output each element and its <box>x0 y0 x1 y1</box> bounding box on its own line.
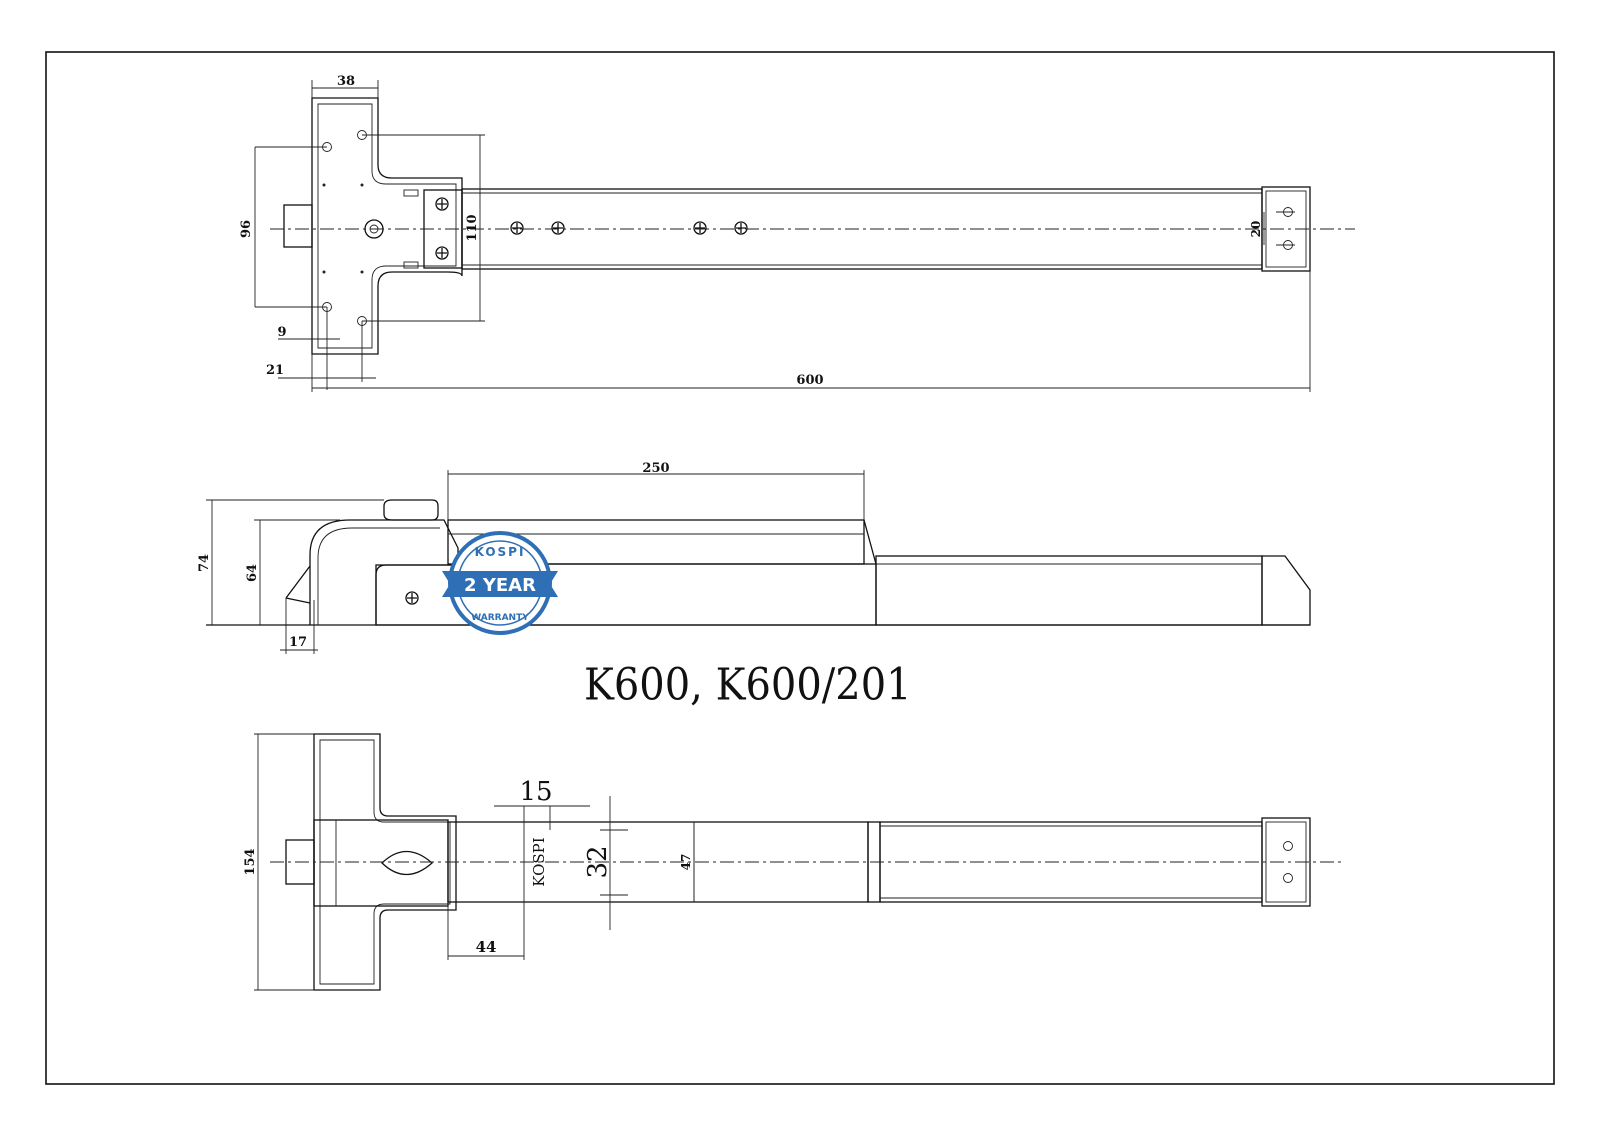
badge-years: 2 YEAR <box>464 575 536 596</box>
model-title: K600, K600/201 <box>584 659 912 710</box>
dim-110: 110 <box>465 214 480 241</box>
drawing-frame <box>45 51 1555 1085</box>
dim-44: 44 <box>476 938 497 956</box>
side-view: 250 74 64 17 KOSPI 2 YEAR WARRANTY <box>197 461 1311 654</box>
dim-21: 21 <box>266 363 284 378</box>
dim-32: 32 <box>583 845 613 878</box>
dim-9: 9 <box>277 325 286 340</box>
screw-icon <box>551 221 565 235</box>
dim-47: 47 <box>679 854 693 871</box>
dim-600: 600 <box>796 373 823 388</box>
screw-icon <box>405 591 419 605</box>
screw-icon <box>734 221 748 235</box>
screw-icon <box>435 246 449 260</box>
screw-icon <box>510 221 524 235</box>
dim-17: 17 <box>289 635 307 650</box>
dim-154: 154 <box>243 848 258 875</box>
dim-64: 64 <box>245 564 260 582</box>
badge-brand: KOSPI <box>475 545 526 559</box>
screw-icon <box>435 197 449 211</box>
dim-20: 20 <box>1249 221 1263 238</box>
dim-15: 15 <box>519 777 552 807</box>
dim-38: 38 <box>337 74 355 89</box>
dim-74: 74 <box>197 554 212 572</box>
badge-warranty: WARRANTY <box>471 613 529 623</box>
screw-icon <box>693 221 707 235</box>
warranty-badge: KOSPI 2 YEAR WARRANTY <box>442 531 558 635</box>
bottom-view: KOSPI 15 32 47 44 154 <box>243 733 1342 991</box>
dim-250: 250 <box>642 461 669 476</box>
top-view: 38 96 110 9 21 600 20 <box>239 74 1355 392</box>
dim-96: 96 <box>239 220 254 238</box>
